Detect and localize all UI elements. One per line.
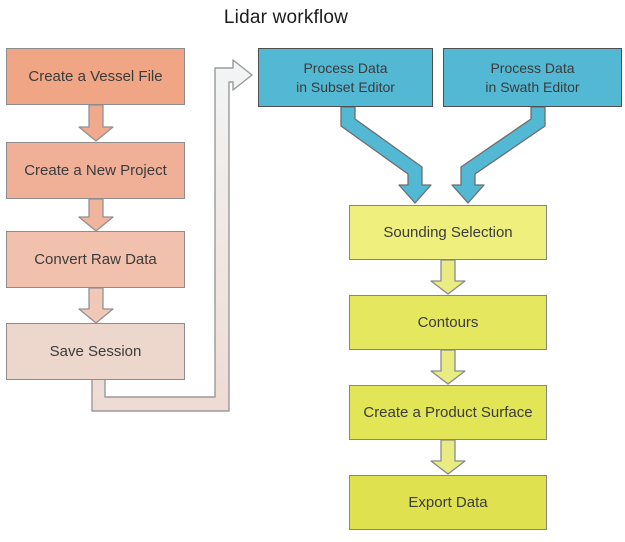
flow-box-process-data-swath-editor: Process Data in Swath Editor	[443, 48, 622, 107]
arrow-sounding-to-contours	[430, 259, 466, 295]
flow-box-create-vessel-file: Create a Vessel File	[6, 48, 185, 105]
flow-box-export-data: Export Data	[349, 475, 547, 530]
flow-box-label-line2: in Swath Editor	[485, 78, 580, 95]
flow-box-label-line1: Process Data	[490, 59, 575, 76]
arrow-vessel-to-project	[78, 104, 114, 142]
flow-box-label: Create a Vessel File	[28, 68, 163, 85]
diagram-title: Lidar workflow	[223, 7, 349, 28]
arrow-subset-editor-to-sounding-selection	[340, 106, 432, 204]
flow-box-create-new-project: Create a New Project	[6, 142, 185, 199]
flow-box-label: Convert Raw Data	[34, 251, 157, 268]
flow-box-contours: Contours	[349, 295, 547, 350]
arrow-save-session-to-subset-editor	[91, 59, 253, 412]
arrow-product-surface-to-export	[430, 439, 466, 475]
flow-box-label-line2: in Subset Editor	[296, 78, 395, 95]
arrow-swath-editor-to-sounding-selection	[451, 106, 546, 204]
flow-box-label: Create a Product Surface	[363, 404, 533, 421]
arrow-contours-to-product-surface	[430, 349, 466, 385]
flow-box-label: Export Data	[408, 494, 488, 511]
flow-box-label: Contours	[417, 314, 479, 331]
flow-box-label: Create a New Project	[24, 162, 167, 179]
arrow-convert-to-save	[78, 287, 114, 324]
flow-box-label: Save Session	[49, 343, 142, 360]
flow-box-sounding-selection: Sounding Selection	[349, 205, 547, 260]
flow-box-create-product-surface: Create a Product Surface	[349, 385, 547, 440]
flow-box-process-data-subset-editor: Process Data in Subset Editor	[258, 48, 433, 107]
flow-box-save-session: Save Session	[6, 323, 185, 380]
arrow-project-to-convert	[78, 198, 114, 232]
flow-box-label: Sounding Selection	[383, 224, 513, 241]
flow-box-label-line1: Process Data	[303, 59, 388, 76]
flow-box-convert-raw-data: Convert Raw Data	[6, 231, 185, 288]
